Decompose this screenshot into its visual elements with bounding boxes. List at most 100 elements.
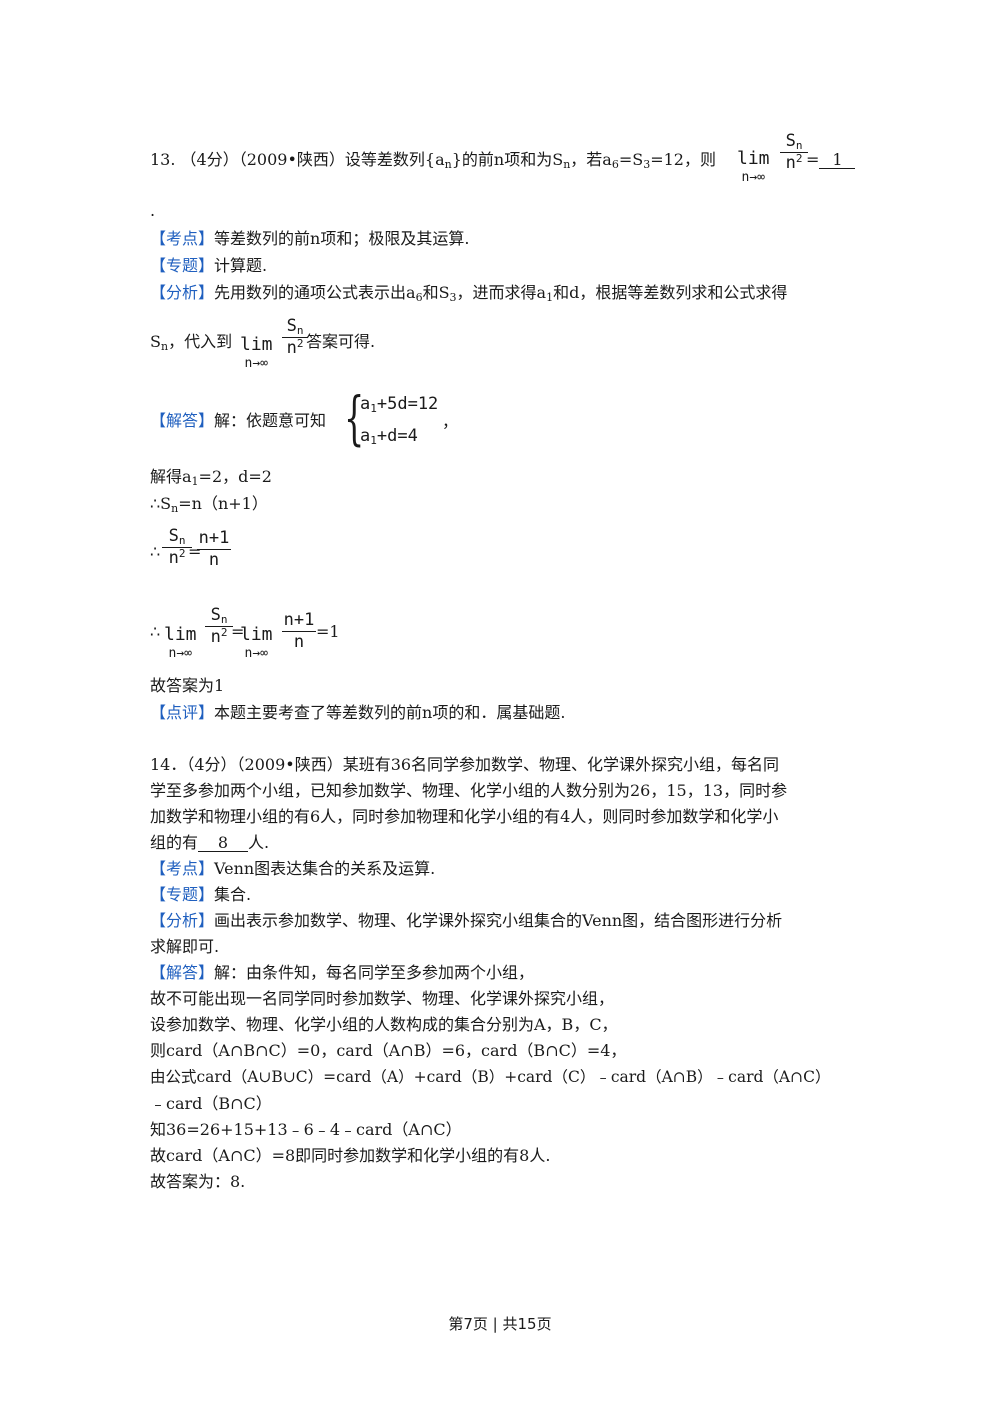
q13-stem-text: =12，则	[650, 150, 716, 169]
system-text: a	[360, 394, 371, 414]
lim-word: lim	[240, 624, 273, 645]
frac-den-sup: 2	[178, 547, 186, 560]
frac-den: n	[785, 153, 796, 173]
fraction-bar	[205, 626, 233, 627]
ratio-fraction: Sn n2	[162, 528, 192, 567]
lim-under: n→∞	[244, 356, 268, 371]
lim-word: lim	[164, 624, 197, 645]
left-brace-icon: {	[344, 384, 365, 452]
final-fraction-2: n+1 n	[282, 612, 316, 651]
q14-solution-line: 故不可能出现一名同学同时参加数学、物理、化学课外探究小组，	[150, 989, 615, 1008]
fenxi-limit: lim n→∞	[240, 336, 273, 371]
frac-num: S	[210, 605, 221, 625]
q14-stem-line-3: 加数学和物理小组的有6人，同时参加物理和化学小组的有4人，则同时参加数学和化学小	[150, 807, 779, 826]
q14-fenxi-line2: 求解即可.	[150, 937, 220, 956]
q14-jieda: 【解答】解：由条件知，每名同学至多参加两个小组，	[150, 965, 534, 981]
system-sub: 1	[370, 434, 377, 447]
frac-den: n	[208, 550, 220, 570]
kaodian-text: Venn图表达集合的关系及运算.	[214, 859, 436, 878]
q14-stem-line-1: 14．（4分）（2009•陕西）某班有36名同学参加数学、物理、化学课外探究小组…	[150, 755, 780, 774]
q14-solution-line: ﹣card（B∩C）	[150, 1094, 272, 1113]
q13-stem-text: ，若a	[570, 150, 612, 169]
frac-den: n	[293, 632, 305, 652]
page-footer: 第7页 | 共15页	[448, 1315, 552, 1333]
frac-den: n	[286, 338, 297, 358]
q14-stem-line-2: 学至多参加两个小组，已知参加数学、物理、化学小组的人数分别为26，15，13，同…	[150, 781, 788, 800]
q14-stem-text: 人.	[248, 833, 270, 852]
q14-kaodian: 【考点】Venn图表达集合的关系及运算.	[150, 861, 435, 877]
kaodian-tag: 【考点】	[150, 229, 215, 248]
q14-solution-line: 故card（A∩C）=8即同时参加数学和化学小组的有8人.	[150, 1146, 551, 1165]
q13-answer-area: =1	[806, 150, 856, 169]
fenxi-tail: 答案可得.	[306, 332, 376, 351]
final-limit-2: lim n→∞	[240, 624, 273, 661]
frac-num: S	[168, 526, 179, 546]
zhuanti-tag: 【专题】	[150, 885, 215, 904]
q13-stem-sub: 6	[611, 158, 619, 171]
frac-num-sub: n	[220, 613, 228, 626]
frac-den: n	[168, 548, 179, 568]
fenxi-text: 和S	[422, 283, 450, 302]
q14-solution-line: 由公式card（A∪B∪C）=card（A）+card（B）+card（C）﹣c…	[150, 1068, 831, 1086]
frac-num: S	[785, 131, 796, 151]
q13-stem-text: =S	[618, 150, 644, 169]
frac-den-sup: 2	[296, 337, 304, 350]
fenxi-text: 先用数列的通项公式表示出a	[214, 283, 416, 302]
fenxi-text: S	[150, 332, 161, 351]
q13-kaodian: 【考点】等差数列的前n项和；极限及其运算.	[150, 231, 469, 247]
system-sub: 1	[370, 402, 377, 415]
q14-solution-line: 则card（A∩B∩C）=0，card（A∩B）=6，card（B∩C）=4，	[150, 1041, 627, 1060]
q13-dianping: 【点评】本题主要考查了等差数列的前n项的和．属基础题.	[150, 705, 565, 721]
q13-stem-sub: 3	[643, 158, 651, 171]
q13-score: （4分）	[180, 150, 239, 169]
q13-jieda: 【解答】解：依题意可知	[150, 413, 326, 429]
jieda-text: 解：依题意可知	[214, 411, 327, 430]
q14-solution-line: 故答案为：8.	[150, 1172, 246, 1191]
system-line-1: a1+5d=12	[360, 394, 439, 415]
frac-num-sub: n	[178, 534, 186, 547]
q13-stem-sub: n	[444, 158, 452, 171]
q13-stem: 13. （4分）（2009•陕西）设等差数列{an}的前n项和为Sn，若a6=S…	[150, 150, 716, 171]
fenxi-sub: 3	[449, 291, 457, 304]
fenxi-sub: 1	[546, 291, 554, 304]
solve-text: =n（n+1）	[178, 494, 268, 513]
q14-answer-blank: 8	[198, 835, 249, 852]
q13-stem-text: 设等差数列{a	[344, 150, 445, 169]
fraction-bar	[282, 631, 316, 632]
q13-zhuanti: 【专题】计算题.	[150, 258, 267, 274]
fenxi-sub: 6	[415, 291, 423, 304]
frac-den-sup: 2	[795, 152, 803, 165]
fenxi-text: ，进而求得a	[456, 283, 547, 302]
zhuanti-text: 计算题.	[214, 256, 268, 275]
dianping-tag: 【点评】	[150, 703, 215, 722]
solve-sub: 1	[191, 475, 199, 488]
solve-text: =2，d=2	[198, 467, 272, 486]
system-comma: ，	[442, 412, 459, 431]
q13-fenxi-line2: Sn，代入到	[150, 332, 232, 353]
lim-under: n→∞	[244, 646, 268, 661]
final-result: =1	[316, 622, 340, 641]
q13-solve-2: ∴Sn=n（n+1）	[150, 494, 268, 515]
equals-sign: =	[806, 150, 820, 169]
q13-fenxi: 【分析】先用数列的通项公式表示出a6和S3，进而求得a1和d，根据等差数列求和公…	[150, 283, 788, 304]
zhuanti-text: 集合.	[214, 885, 252, 904]
equals-sign: =	[231, 622, 245, 641]
frac-num-sub: n	[795, 139, 803, 152]
zhuanti-tag: 【专题】	[150, 256, 215, 275]
q14-stem-text: 组的有	[150, 833, 199, 852]
therefore-symbol: ∴	[150, 542, 161, 561]
dianping-text: 本题主要考查了等差数列的前n项的和．属基础题.	[214, 703, 566, 722]
frac-den: n	[210, 627, 221, 647]
q13-limit: lim n→∞	[737, 150, 770, 185]
system-text: +5d=12	[376, 394, 439, 414]
q13-source: （2009•陕西）	[238, 150, 345, 169]
fenxi-sub: n	[160, 340, 169, 353]
fraction-bar	[780, 152, 808, 153]
q14-zhuanti: 【专题】集合.	[150, 887, 251, 903]
kaodian-text: 等差数列的前n项和；极限及其运算.	[214, 229, 470, 248]
fenxi-text: 和d，根据等差数列求和公式求得	[553, 283, 788, 302]
system-text: +d=4	[376, 426, 418, 446]
system-text: a	[360, 426, 371, 446]
jieda-tag: 【解答】	[150, 411, 215, 430]
jieda-tag: 【解答】	[150, 963, 215, 982]
